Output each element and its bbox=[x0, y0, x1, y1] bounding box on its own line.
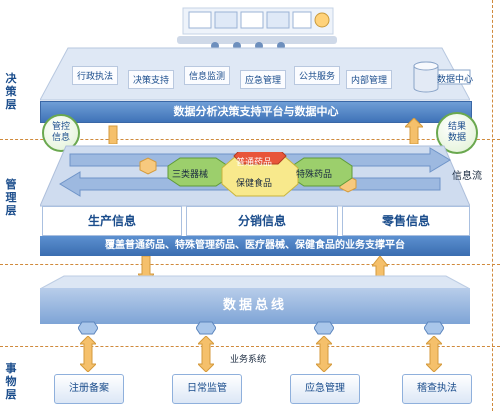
double-arrow-3 bbox=[426, 336, 442, 372]
bus-connector-1 bbox=[196, 321, 216, 335]
management-platform-bar: 覆盖普通药品、特殊管理药品、医疗器械、保健食品的业务支撑平台 bbox=[40, 236, 470, 256]
decision-func-2: 信息监测 bbox=[184, 66, 231, 85]
separator-top bbox=[0, 139, 500, 140]
info-flow-label: 信息流 bbox=[452, 171, 482, 182]
info-box-production: 生产信息 bbox=[42, 206, 182, 236]
separator-middle bbox=[0, 264, 500, 265]
affair-box-emergency: 应急管理 bbox=[290, 374, 360, 404]
hex-label-left: 三类器械 bbox=[172, 170, 209, 180]
business-systems-label: 业务系统 bbox=[230, 355, 267, 365]
product-hexagon-group bbox=[167, 152, 353, 197]
bus-connector-0 bbox=[78, 321, 98, 335]
double-arrow-1 bbox=[198, 336, 214, 372]
decision-platform-bar: 数据分析决策支持平台与数据中心 bbox=[40, 101, 472, 123]
result-data-label: 结果数据 bbox=[447, 122, 466, 143]
affair-box-inspection: 稽查执法 bbox=[402, 374, 472, 404]
control-room-illustration bbox=[177, 7, 337, 57]
layer-label-decision: 决策层 bbox=[5, 72, 17, 111]
bus-connector-3 bbox=[424, 321, 444, 335]
affair-box-daily-supervision: 日常监管 bbox=[172, 374, 242, 404]
decision-func-4: 公共服务 bbox=[294, 66, 341, 85]
decision-func-0: 行政执法 bbox=[72, 66, 119, 85]
decision-func-1: 决策支持 bbox=[128, 70, 175, 89]
hex-label-center: 保健食品 bbox=[236, 179, 273, 189]
right-dashed-border bbox=[492, 0, 493, 411]
decision-func-5: 内部管理 bbox=[346, 70, 393, 89]
double-arrow-0 bbox=[80, 336, 96, 372]
layer-label-management: 管理层 bbox=[5, 178, 17, 217]
info-box-retail: 零售信息 bbox=[342, 206, 470, 236]
separator-bottom bbox=[0, 346, 500, 347]
hex-label-right: 特殊药品 bbox=[296, 170, 333, 180]
data-center-label: 数据中心 bbox=[437, 75, 474, 85]
decision-func-3: 应急管理 bbox=[240, 70, 287, 89]
bus-connector-2 bbox=[314, 321, 334, 335]
data-bus-slab bbox=[40, 275, 470, 290]
control-info-label: 管控信息 bbox=[51, 122, 70, 143]
layer-label-business: 事物层 bbox=[5, 362, 17, 401]
database-icon bbox=[413, 61, 471, 93]
data-bus-bar: 数据总线 bbox=[40, 288, 470, 324]
affair-box-registration: 注册备案 bbox=[54, 374, 124, 404]
arrow-up-left bbox=[108, 125, 118, 144]
arrow-up-right bbox=[405, 118, 423, 144]
hex-label-top: 普通药品 bbox=[236, 158, 273, 168]
double-arrow-2 bbox=[316, 336, 332, 372]
info-box-distribution: 分销信息 bbox=[186, 206, 338, 236]
